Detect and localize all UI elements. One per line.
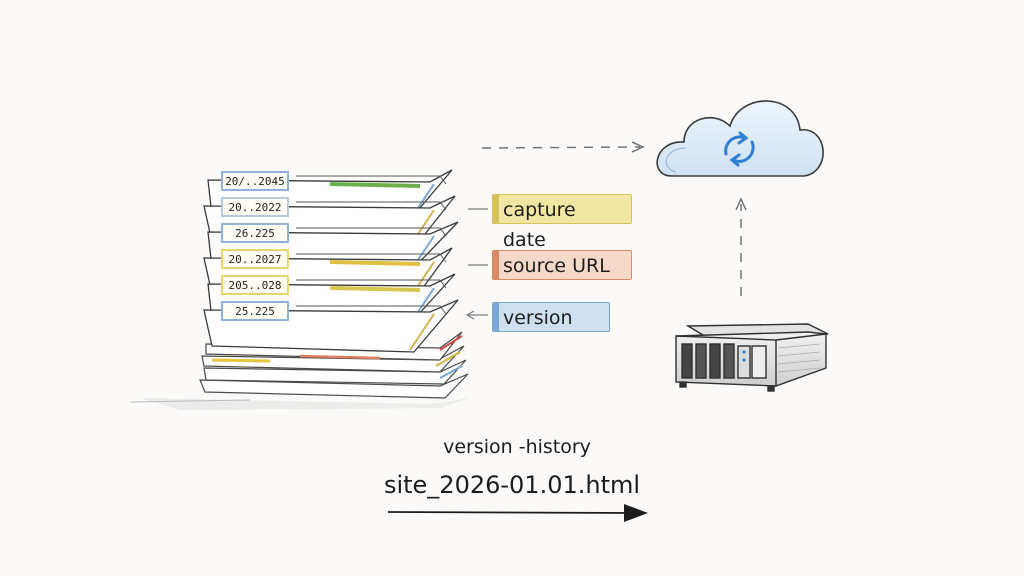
date-tab-label: 20/..2045 [225,175,285,188]
label-capture-date: capture date [492,194,632,251]
cloud-sync-icon [656,100,824,177]
date-tab [221,223,289,243]
folder: 25.225 [203,299,459,353]
stack-shadow [129,398,470,410]
date-tab-label: 20..2022 [229,201,282,214]
timeline-arrow [387,504,648,522]
date-tab-label: 25.225 [235,305,275,318]
nas-server-icon [675,323,829,392]
document-stack: 20/..2045 20..2022 26.225 20..2027 205..028 2… [203,169,459,353]
label-connectors [465,208,488,320]
date-tab [221,249,289,269]
date-tab [221,171,289,191]
caption-filename: site_2026-01.01.html [383,471,641,499]
date-tab-label: 26.225 [235,227,275,240]
date-tab [221,197,289,217]
date-tab-label: 205..028 [229,279,282,292]
date-tab [221,275,289,295]
arrow-server-to-cloud [735,197,747,296]
arrow-stack-to-cloud [481,141,645,153]
sync-arrows-icon [724,131,755,167]
stack-bottom-pages [199,331,469,399]
date-tab [221,301,289,321]
label-source-url: source URL [492,250,632,280]
caption-version-history: version -history [443,436,591,458]
label-version: version [492,302,610,332]
date-tab-label: 20..2027 [229,253,282,266]
